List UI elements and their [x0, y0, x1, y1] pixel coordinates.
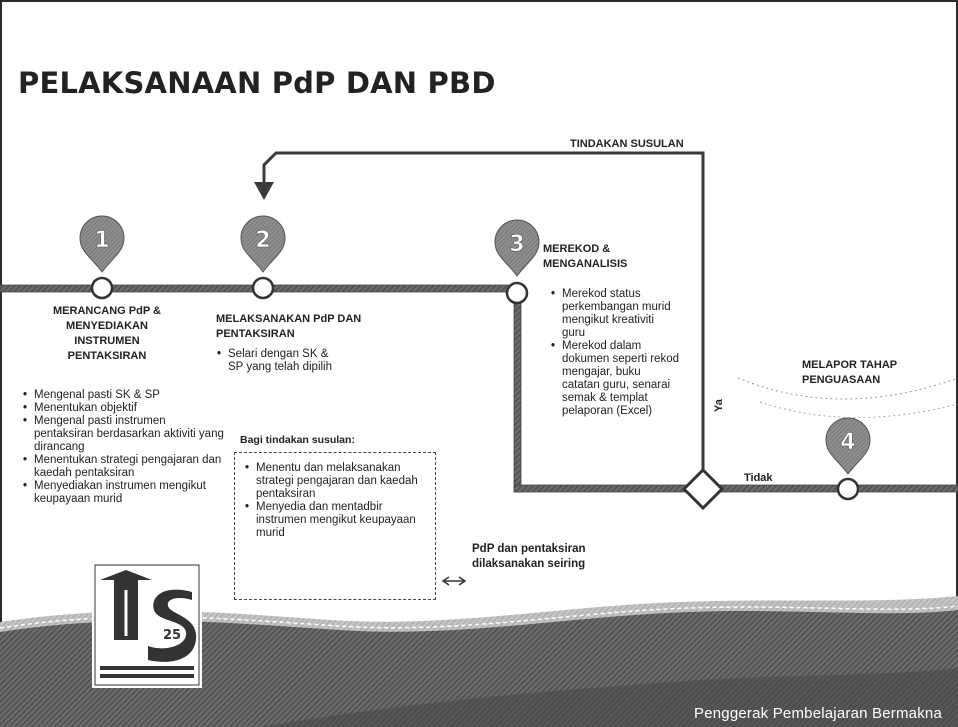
list-item: Menyedia dan mentadbir instrumen mengiku…	[245, 501, 432, 540]
step-3-bullet-list: Merekod status perkembangan murid mengik…	[550, 288, 680, 418]
step-1-label: MERANCANG PdP & MENYEDIAKAN INSTRUMEN PE…	[53, 305, 161, 362]
step-2-pin-icon: 2	[240, 215, 286, 273]
list-item: Selari dengan SK & SP yang telah dipilih	[217, 348, 336, 374]
followup-loop-arrow	[254, 151, 705, 478]
step-3-number: 3	[509, 232, 524, 257]
followup-heading: Bagi tindakan susulan:	[240, 434, 355, 446]
decorative-arc	[759, 401, 958, 419]
loop-label: TINDAKAN SUSULAN	[570, 138, 684, 150]
list-item: Menentukan strategi pengajaran dan kaeda…	[23, 454, 228, 480]
page-title: PELAKSANAAN PdP DAN PBD	[18, 66, 496, 100]
step-4-node	[836, 477, 860, 501]
list-item: Menyediakan instrumen mengikut keupayaan…	[23, 480, 228, 506]
step-4-pin-icon: 4	[825, 417, 871, 475]
logo: 25	[92, 562, 202, 688]
logo-number: 25	[163, 628, 181, 643]
double-arrow-icon	[441, 576, 467, 586]
step-3-pin-icon: 3	[494, 219, 540, 277]
list-item: Menentukan objektif	[23, 402, 228, 415]
decision-diamond	[681, 467, 725, 511]
step-1-pin-icon: 1	[79, 215, 125, 273]
followup-box	[234, 452, 436, 600]
list-item: Menentu dan melaksanakan strategi pengaj…	[245, 462, 432, 501]
footer-tagline: Penggerak Pembelajaran Bermakna	[693, 705, 942, 722]
step-1-number: 1	[94, 228, 109, 253]
footer-wave	[0, 596, 958, 727]
list-item: Mengenal pasti SK & SP	[23, 389, 228, 402]
list-item: Merekod dalam dokumen seperti rekod meng…	[551, 340, 680, 418]
step-3-node	[505, 281, 529, 305]
list-item: Merekod status perkembangan murid mengik…	[551, 288, 680, 340]
step-2-number: 2	[255, 228, 270, 253]
followup-bullet-list: Menentu dan melaksanakan strategi pengaj…	[244, 462, 432, 540]
step-2-label: MELAKSANAKAN PdP DAN PENTAKSIRAN	[216, 313, 362, 340]
decision-no-label: Tidak	[744, 472, 773, 484]
step-1-node	[90, 276, 114, 300]
decision-yes-label: Ya	[713, 399, 725, 412]
step-4-number: 4	[840, 430, 855, 455]
parallel-note: PdP dan pentaksiran dilaksanakan seiring	[472, 543, 586, 570]
step-1-bullet-list: Mengenal pasti SK & SP Menentukan objekt…	[22, 389, 228, 506]
list-item: Mengenal pasti instrumen pentaksiran ber…	[23, 415, 228, 454]
step-3-label: MEREKOD & MENGANALISIS	[543, 243, 628, 270]
step-2-bullet-list: Selari dengan SK & SP yang telah dipilih	[216, 348, 336, 374]
step-4-label: MELAPOR TAHAP PENGUASAAN	[802, 359, 897, 386]
step-2-node	[251, 276, 275, 300]
